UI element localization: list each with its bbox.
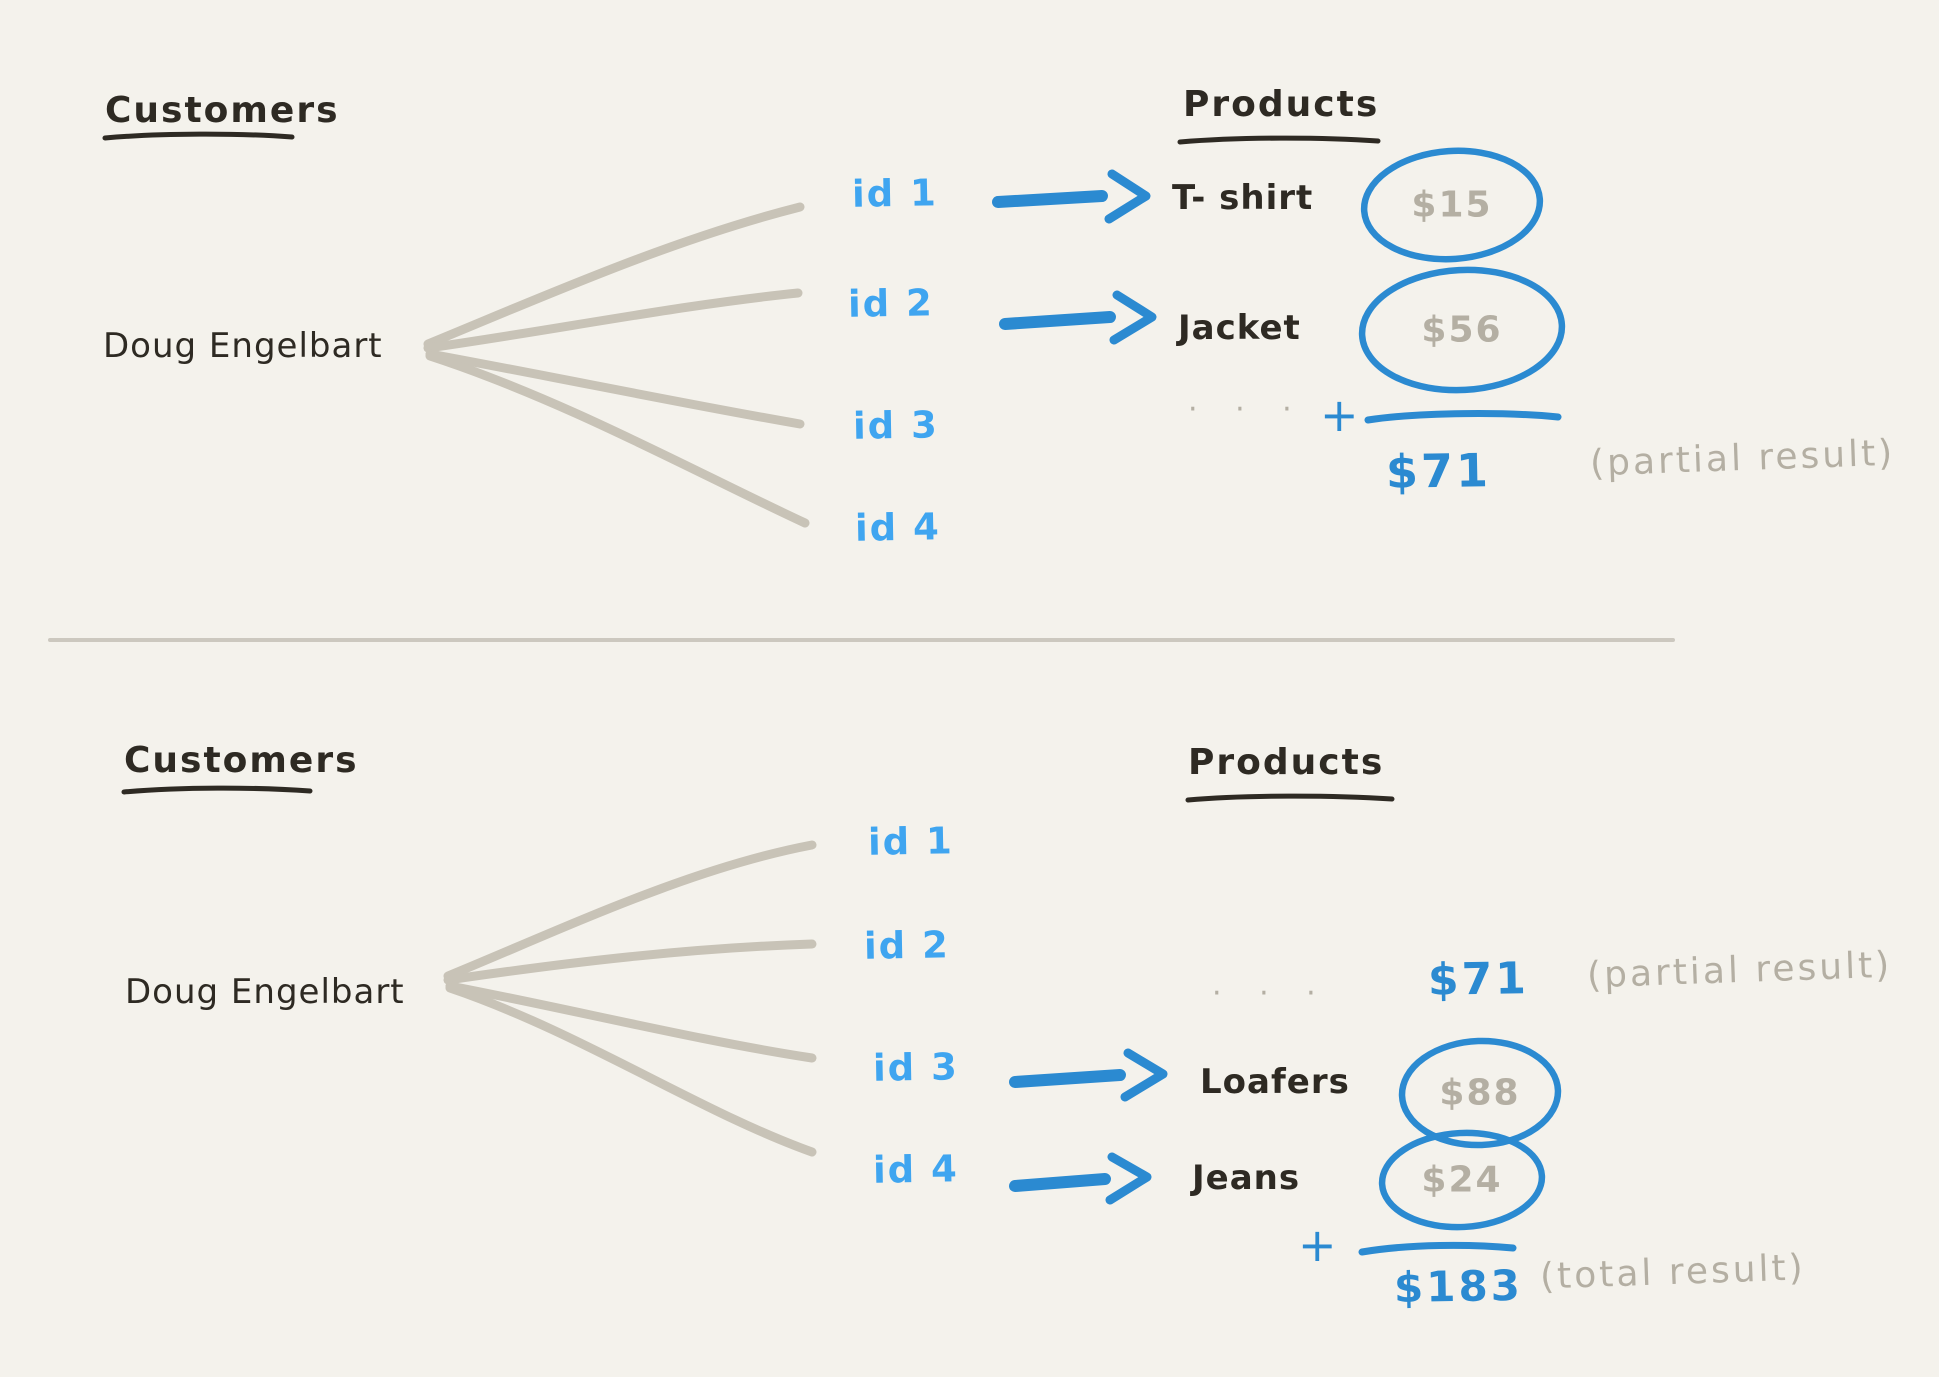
- total-sum-value: $183: [1393, 1260, 1524, 1313]
- id-label: id 2: [847, 281, 935, 326]
- customers-underline-bottom: [121, 785, 313, 795]
- arrow-right-icon: [1009, 1048, 1168, 1102]
- partial-result-note: (partial result): [1586, 944, 1893, 997]
- id-label: id 1: [851, 171, 939, 216]
- plus-sign: +: [1320, 388, 1359, 442]
- customer-name-top: Doug Engelbart: [103, 326, 383, 366]
- product-name: Jacket: [1178, 308, 1301, 348]
- id-label: id 3: [852, 403, 940, 448]
- fan-lines-top: [423, 202, 810, 528]
- product-price: $88: [1439, 1072, 1521, 1114]
- sum-line-top: [1364, 410, 1562, 424]
- total-result-note: (total result): [1539, 1247, 1807, 1298]
- ellipsis-dots: · · ·: [1212, 976, 1330, 1011]
- id-label: id 4: [854, 505, 942, 550]
- customers-heading-bottom: Customers: [124, 740, 359, 781]
- product-name: T- shirt: [1172, 178, 1314, 218]
- products-underline-bottom: [1185, 793, 1395, 803]
- arrow-right-icon: [999, 290, 1157, 345]
- id-label: id 4: [872, 1147, 960, 1192]
- sum-line-bottom: [1358, 1241, 1517, 1256]
- product-name: Jeans: [1192, 1158, 1301, 1198]
- customer-name-bottom: Doug Engelbart: [125, 972, 405, 1012]
- customers-heading-top: Customers: [105, 90, 340, 131]
- customers-underline-top: [102, 131, 295, 141]
- product-price: $56: [1421, 309, 1503, 351]
- plus-sign: +: [1298, 1218, 1337, 1272]
- carried-sum-value: $71: [1427, 953, 1530, 1006]
- partial-result-note: (partial result): [1589, 432, 1896, 485]
- products-heading-top: Products: [1183, 84, 1380, 125]
- ellipsis-dots: · · ·: [1188, 392, 1306, 427]
- id-label: id 1: [867, 819, 955, 864]
- id-label: id 2: [863, 923, 951, 968]
- panel-divider: [48, 638, 1675, 642]
- product-price: $24: [1421, 1159, 1503, 1201]
- product-name: Loafers: [1200, 1062, 1350, 1102]
- product-price: $15: [1411, 184, 1493, 226]
- partial-sum-value: $71: [1385, 443, 1492, 499]
- fan-lines-bottom: [443, 840, 817, 1157]
- products-heading-bottom: Products: [1188, 742, 1385, 783]
- id-label: id 3: [872, 1045, 960, 1090]
- arrow-right-icon: [1009, 1152, 1152, 1205]
- arrow-right-icon: [992, 169, 1151, 224]
- products-underline-top: [1177, 135, 1381, 145]
